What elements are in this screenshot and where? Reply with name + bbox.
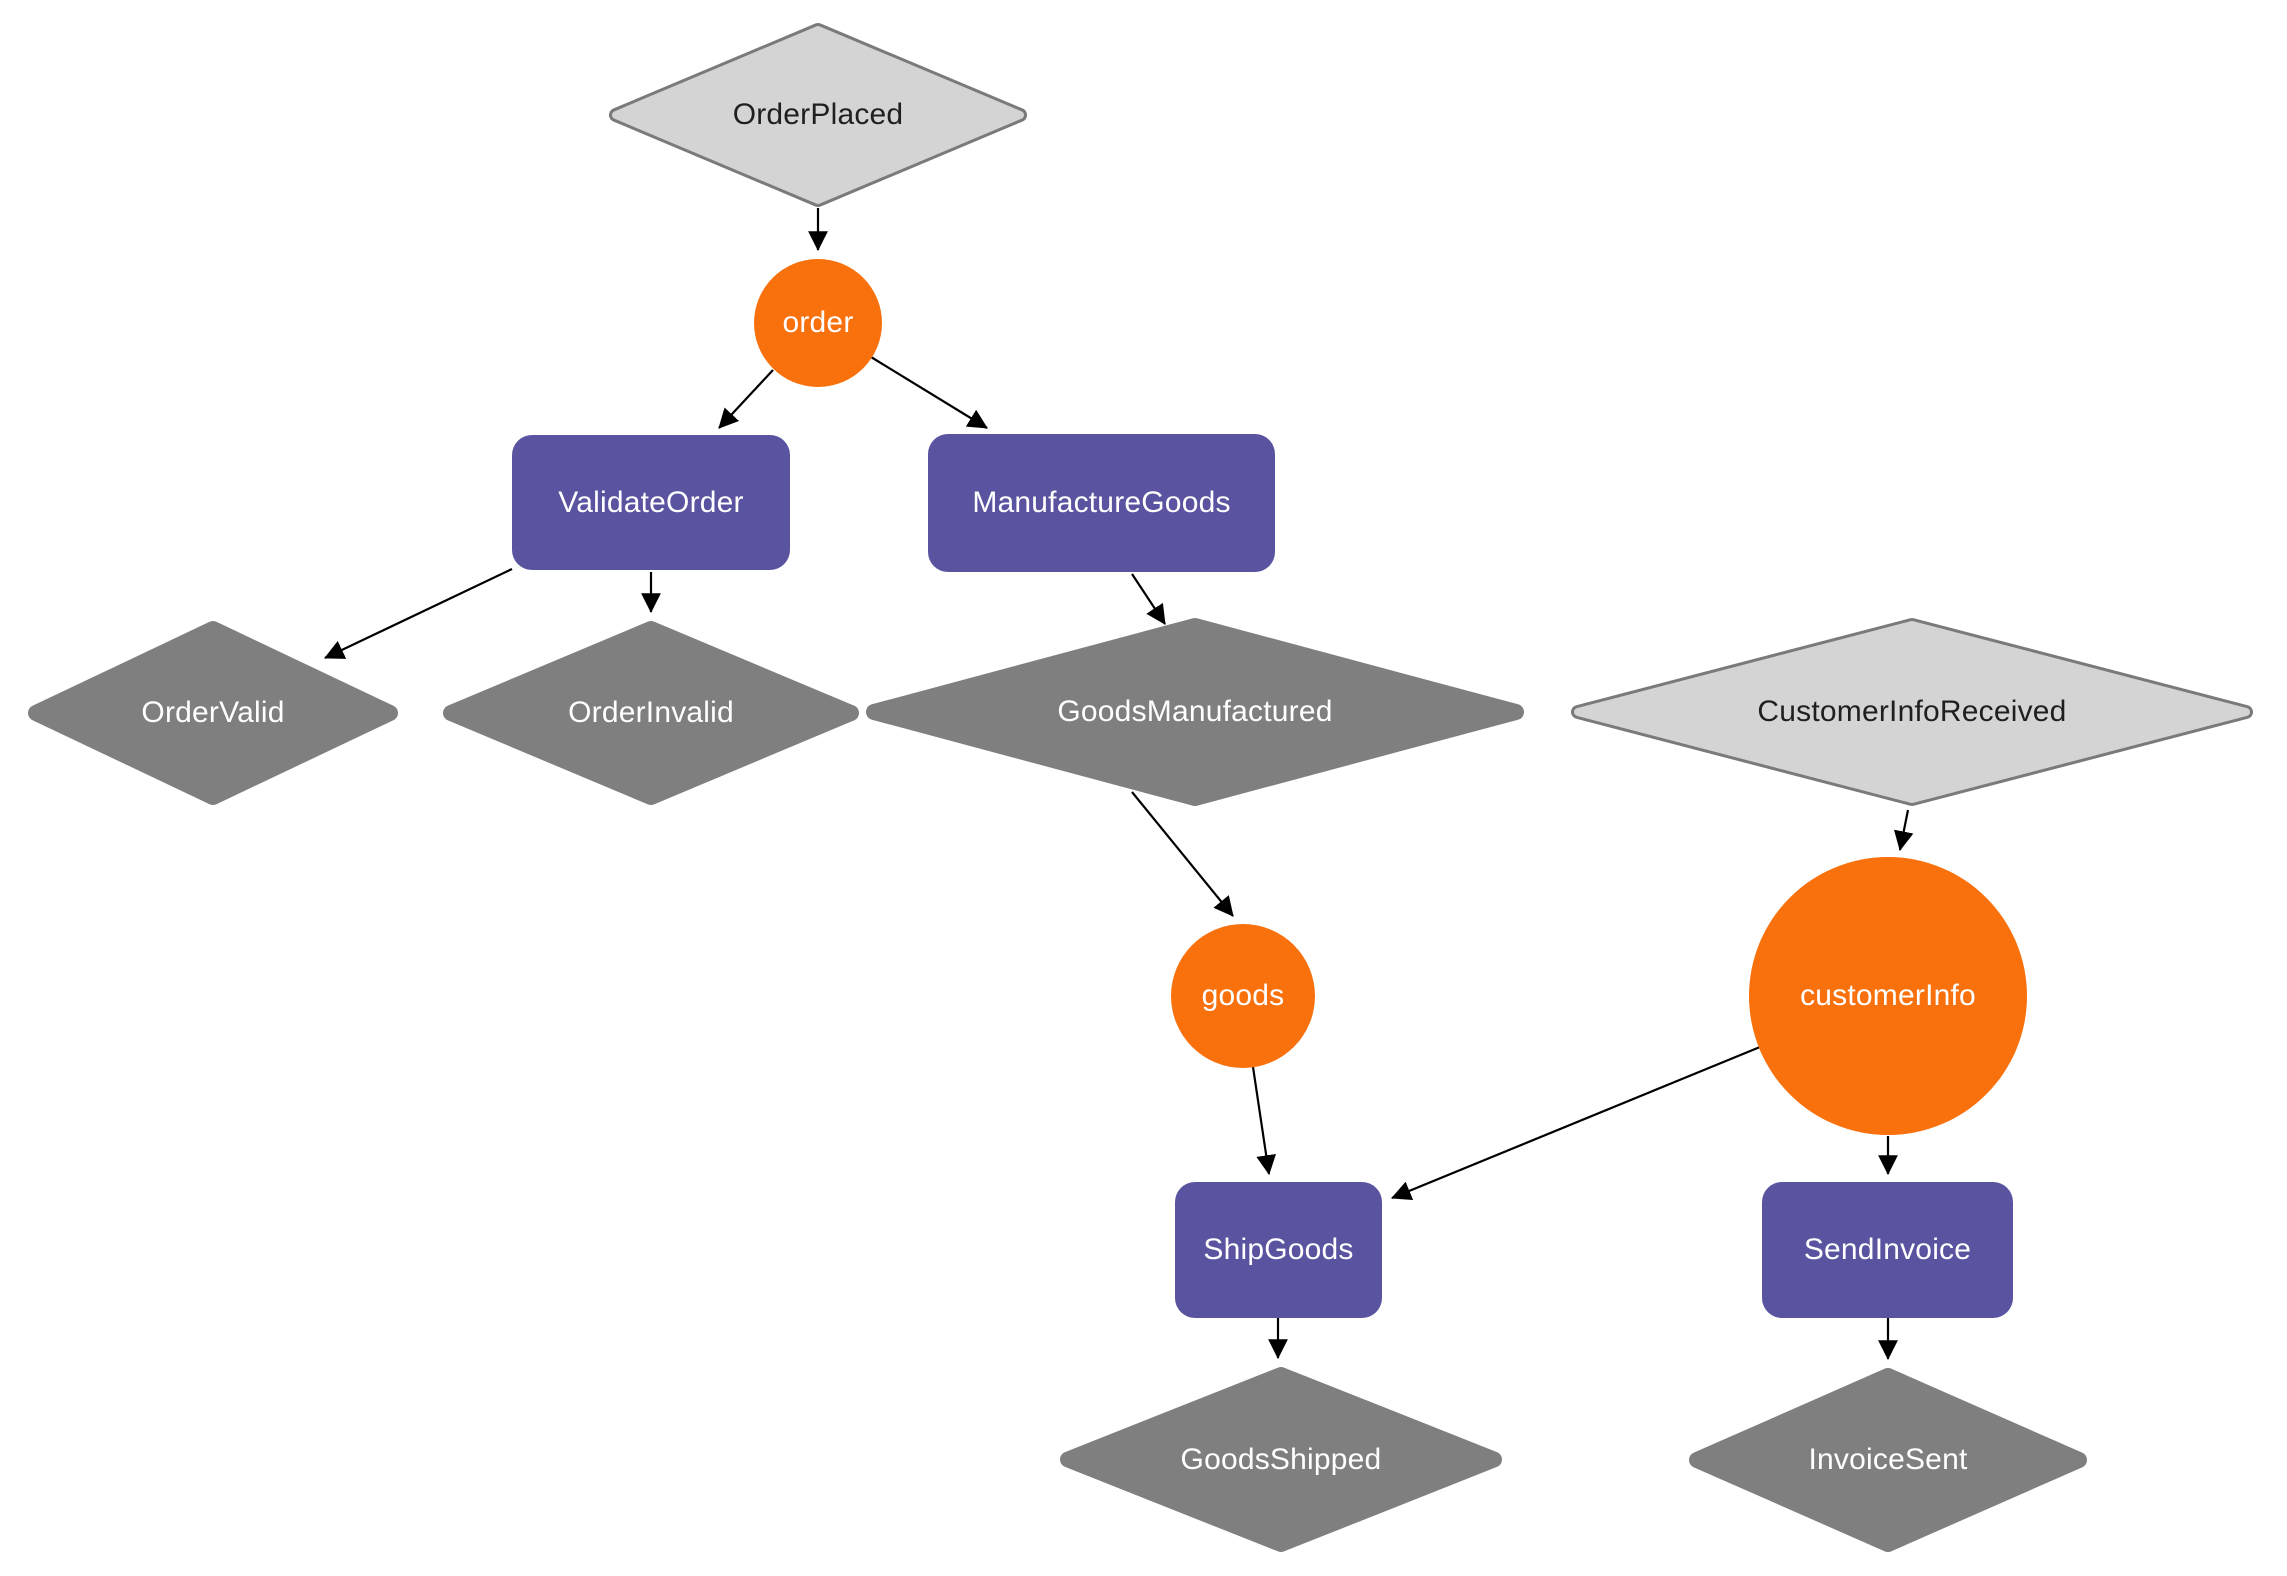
manufacturegoods-label: ManufactureGoods [972,486,1231,519]
node-sendinvoice[interactable]: SendInvoice [1762,1182,2013,1318]
invoicesent-label: InvoiceSent [1808,1443,1968,1476]
diamond-shape [609,23,1027,207]
shipgoods-label: ShipGoods [1203,1233,1354,1266]
node-orderplaced[interactable]: OrderPlaced [608,22,1028,208]
orderinvalid-label: OrderInvalid [568,696,734,729]
goodsshipped-label: GoodsShipped [1180,1442,1382,1476]
sendinvoice-label: SendInvoice [1803,1233,1972,1266]
node-customerinfo[interactable]: customerInfo [1749,857,2027,1135]
node-goodsshipped[interactable]: GoodsShipped [1059,1366,1503,1553]
edge-customerinfo-shipgoods [1391,1045,1761,1201]
customerinforeceived-label: CustomerInfoReceived [1757,695,2067,728]
diamond-shape [1571,618,2253,806]
customerinfo-label: customerInfo [1800,979,1976,1012]
node-goodsmanufactured[interactable]: GoodsManufactured [865,617,1525,807]
node-ordervalid[interactable]: OrderValid [27,620,399,806]
diamond-shape [1689,1368,2087,1552]
node-orderinvalid[interactable]: OrderInvalid [442,620,860,806]
node-customerinforeceived[interactable]: CustomerInfoReceived [1570,617,2254,807]
goods-label: goods [1201,979,1285,1012]
edge-order-validateorder [718,369,774,429]
diamond-shape [1060,1367,1502,1552]
node-validateorder[interactable]: ValidateOrder [512,435,790,570]
orderplaced-label: OrderPlaced [732,98,904,131]
order-label: order [782,306,854,339]
diamond-shape [28,621,398,805]
ordervalid-label: OrderValid [141,696,285,729]
node-invoicesent[interactable]: InvoiceSent [1688,1367,2088,1553]
edge-order-manufacturegoods [870,356,988,429]
edge-customerinforeceived-customerinfo [1893,809,1914,851]
diamond-shape [866,618,1524,806]
node-manufacturegoods[interactable]: ManufactureGoods [928,434,1275,572]
node-goods[interactable]: goods [1171,924,1315,1068]
goodsmanufactured-label: GoodsManufactured [1057,695,1333,728]
node-shipgoods[interactable]: ShipGoods [1175,1182,1382,1318]
edge-goodsmanufactured-goods [1131,791,1234,917]
edge-goods-shipgoods [1251,1066,1277,1175]
node-order[interactable]: order [754,259,882,387]
diamond-shape [443,621,859,805]
validateorder-label: ValidateOrder [558,485,744,519]
